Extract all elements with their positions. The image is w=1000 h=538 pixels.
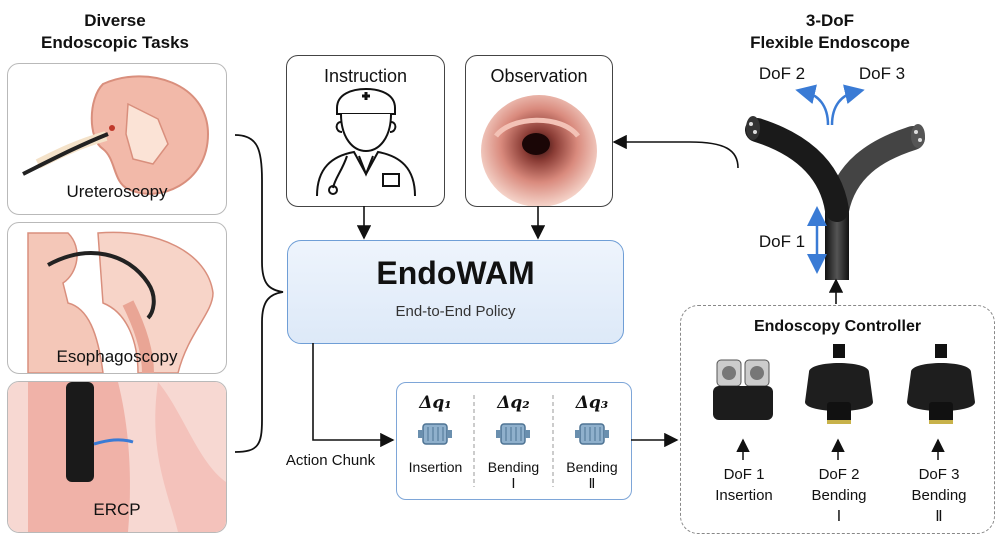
bending-motor-2-image — [907, 344, 975, 424]
doctor-icon — [316, 87, 416, 197]
endoscopic-view-image — [481, 95, 597, 206]
dof1-label: DoF 1 — [758, 232, 806, 251]
dof3-label: DoF 3 — [858, 64, 906, 83]
tasks-brace — [234, 134, 284, 453]
motor-icon — [575, 423, 609, 445]
controller-item3-label: DoF 3 Bending Ⅱ — [911, 466, 967, 525]
model-subtitle: End-to-End Policy — [395, 303, 516, 320]
endoscope-title-line2: Flexible Endoscope — [750, 33, 910, 52]
kidney-illustration — [22, 75, 210, 195]
tasks-title: Diverse Endoscopic Tasks — [0, 10, 230, 54]
action-chunk-item1-label: Insertion — [408, 459, 463, 475]
action-chunk-item2-label: Bending Ⅰ — [487, 459, 540, 491]
controller-item1-label: DoF 1 Insertion — [715, 466, 773, 504]
endoscope-title-line1: 3-DoF — [805, 11, 855, 30]
observation-panel: Observation — [465, 55, 613, 207]
head-illustration — [27, 231, 214, 373]
tasks-title-line2: Endoscopic Tasks — [40, 33, 189, 52]
task-label-ercp: ERCP — [93, 500, 141, 519]
task-label-esophagoscopy: Esophagoscopy — [56, 347, 178, 366]
dof2-label: DoF 2 — [758, 64, 806, 83]
delta-q1-symbol: Δq₁ — [419, 393, 452, 413]
model-to-action-arrow — [312, 343, 395, 448]
ercp-illustration — [8, 382, 226, 532]
action-chunk-label: Action Chunk — [285, 452, 376, 469]
controller-item2-label: DoF 2 Bending Ⅰ — [811, 466, 867, 525]
motor-icon — [418, 423, 452, 445]
endoscope-to-observation-arrow — [612, 134, 739, 169]
controller-title: Endoscopy Controller — [753, 318, 922, 335]
task-card-ercp: ERCP — [7, 381, 227, 533]
flexible-endoscope-image — [745, 116, 925, 280]
task-label-ureteroscopy: Ureteroscopy — [66, 182, 168, 201]
model-name: EndoWAM — [376, 255, 535, 291]
endoscopy-controller-box: Endoscopy Controller DoF 1 Insertion DoF… — [680, 305, 995, 534]
action-chunk-box: Δq₁ Insertion Δq₂ Bending Ⅰ Δq₃ Bending … — [396, 382, 632, 500]
endoscope-title: 3-DoF Flexible Endoscope — [700, 10, 960, 54]
bending-motor-1-image — [805, 344, 873, 424]
instruction-panel: Instruction — [286, 55, 445, 207]
delta-q2-symbol: Δq₂ — [497, 393, 530, 413]
action-chunk-item3-label: Bending Ⅱ — [566, 459, 618, 491]
observation-label: Observation — [490, 66, 588, 86]
task-card-esophagoscopy: Esophagoscopy — [7, 222, 227, 374]
tasks-title-line1: Diverse — [84, 11, 146, 30]
action-chunk-dividers — [473, 395, 554, 487]
endowam-model-box: EndoWAM End-to-End Policy — [287, 240, 624, 344]
motor-icon — [496, 423, 530, 445]
instruction-label: Instruction — [323, 66, 408, 86]
delta-q3-symbol: Δq₃ — [575, 393, 609, 413]
insertion-motor-image — [713, 359, 773, 420]
task-card-ureteroscopy: Ureteroscopy — [7, 63, 227, 215]
